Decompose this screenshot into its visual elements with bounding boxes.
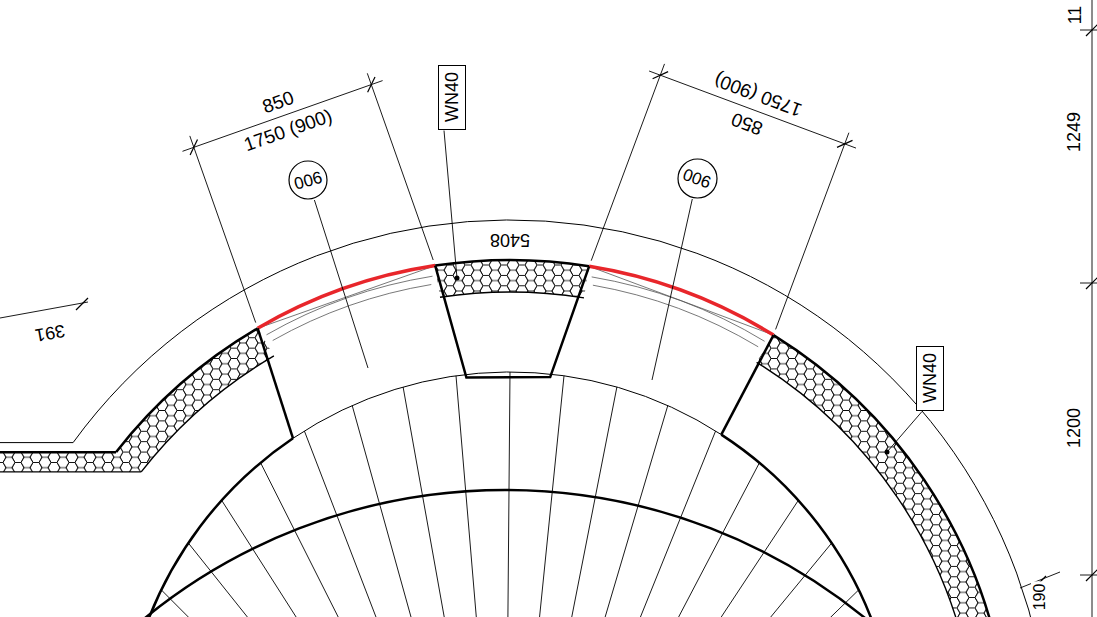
circle-shape <box>678 159 717 198</box>
outer-edge-line <box>0 442 73 443</box>
stair-outer-arc <box>141 438 293 617</box>
extension-line <box>776 133 849 330</box>
stair-tread-line <box>534 500 798 617</box>
insulation-hatch <box>116 328 274 472</box>
leader-line <box>887 412 922 453</box>
door-chord-line <box>589 266 773 335</box>
callout-circle: 900 <box>288 160 328 200</box>
material-tag: WN40 <box>438 65 466 130</box>
wall-outer-line <box>774 335 1003 617</box>
door-leaf-line <box>273 285 432 341</box>
dimension-value: 5408 <box>488 230 532 250</box>
dimension-line <box>1092 0 1093 617</box>
opening-red-line <box>258 266 436 329</box>
opening-red-line <box>589 266 773 335</box>
material-code: WN40 <box>443 72 461 122</box>
leader-line <box>444 131 457 279</box>
dimension-value: 190 <box>1031 582 1049 613</box>
insulation-hatch <box>757 335 1003 617</box>
extension-line <box>1080 283 1097 284</box>
wall-outer-line <box>116 328 258 452</box>
insulation-hatch <box>435 260 589 298</box>
wall-inner-line <box>440 292 584 298</box>
extension-line <box>1080 575 1097 576</box>
stair-tread-line <box>526 431 716 617</box>
circle-shape <box>289 161 327 199</box>
dimension-tick <box>368 77 375 92</box>
landing-arc <box>293 372 721 438</box>
dimension-value: 1249 <box>1064 110 1084 154</box>
stair-tread-line <box>161 590 470 617</box>
wall-outer-line <box>435 260 589 266</box>
stair-tread-line <box>516 387 617 617</box>
dimension-tick <box>1086 277 1097 289</box>
dimension-text: 391 <box>31 320 68 346</box>
dimension-tick <box>1086 569 1097 581</box>
extension-line <box>367 73 433 260</box>
stair-tread-line <box>304 431 485 617</box>
extension-line <box>591 64 664 261</box>
door-leaf-line <box>592 277 765 341</box>
pier-outline <box>435 266 589 378</box>
leader-dot <box>455 276 460 281</box>
stair-tread-line <box>403 387 495 617</box>
dimension-value: 1200 <box>1064 406 1084 450</box>
stair-tread-line <box>352 406 490 617</box>
stair-outer-arc <box>721 435 879 617</box>
leader-line <box>314 200 368 368</box>
stair-tread-line <box>222 500 477 617</box>
dimension-line <box>0 302 88 318</box>
dimension-text: 850 <box>257 86 298 118</box>
door-chord-line <box>258 266 436 329</box>
stair-inner-arc <box>131 490 879 617</box>
dimension-tick <box>1086 24 1097 36</box>
material-tag: WN40 <box>916 346 944 411</box>
extension-line <box>190 136 256 323</box>
stair-tread-line <box>261 463 481 617</box>
wall-inner-line <box>141 356 274 472</box>
leader-dot <box>885 450 890 455</box>
dimension-tick <box>653 72 669 79</box>
stair-tread-line <box>456 376 500 617</box>
stair-tread-line <box>188 543 473 617</box>
leader-line <box>652 199 692 380</box>
dimension-text: 850 <box>727 108 768 140</box>
dimension-tick <box>190 140 197 155</box>
stair-tread-line <box>538 543 832 617</box>
dimension-tick <box>837 140 853 147</box>
extension-line <box>1080 30 1097 31</box>
door-leaf-line <box>593 285 758 347</box>
dimension-text: 1750 (900) <box>709 69 806 122</box>
stair-tread-line <box>506 372 511 617</box>
material-code: WN40 <box>921 353 939 403</box>
stair-tread-line <box>521 406 668 617</box>
wall-end-line <box>258 328 293 438</box>
wall-outer-line <box>0 451 116 454</box>
callout-circle: 900 <box>677 158 718 199</box>
stair-tread-line <box>540 590 858 617</box>
dimension-value: 11 <box>1065 4 1085 27</box>
outer-dimension-arc <box>73 220 1038 617</box>
stair-tread-line <box>530 463 759 617</box>
dimension-tick <box>76 298 88 310</box>
wall-inner-line <box>0 471 141 472</box>
wall-end-line <box>721 335 773 435</box>
dimension-text: 1750 (900) <box>239 104 336 156</box>
stair-tread-line <box>511 376 564 617</box>
insulation-hatch <box>0 452 141 472</box>
